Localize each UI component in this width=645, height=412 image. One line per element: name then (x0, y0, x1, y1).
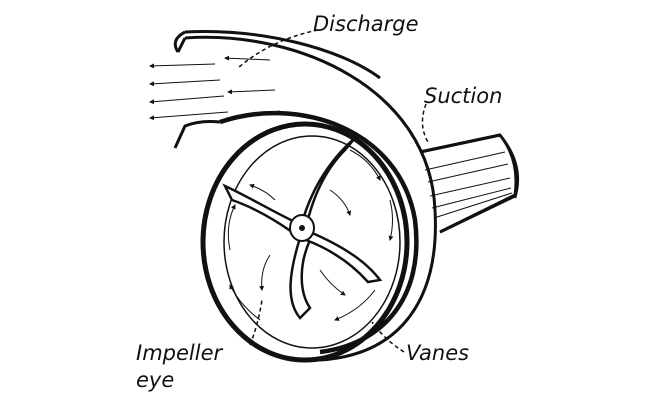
impeller-hub (289, 214, 315, 242)
impeller-vanes (222, 137, 383, 320)
discharge-label: Discharge (313, 12, 419, 36)
impeller-shroud (200, 121, 410, 363)
eye-label: eye (136, 368, 175, 392)
vanes-label: Vanes (406, 341, 470, 365)
leader-lines (237, 29, 429, 353)
impeller-label: Impeller (136, 341, 223, 365)
suction-label: Suction (424, 84, 503, 108)
suction-pipe (419, 133, 520, 234)
discharge-duct (173, 30, 381, 149)
flow-arrows (149, 55, 394, 321)
